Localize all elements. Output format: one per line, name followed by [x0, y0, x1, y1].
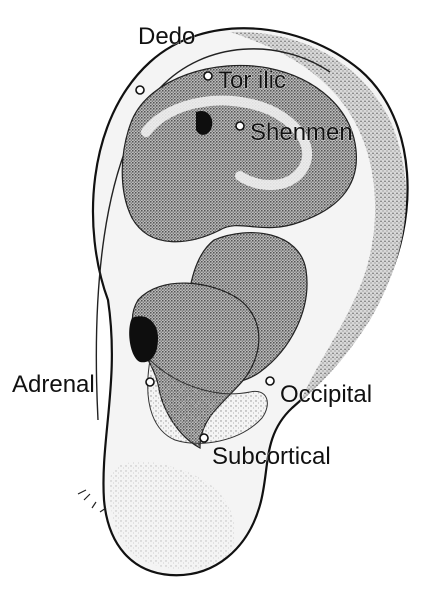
acupoint-subcortical — [200, 434, 208, 442]
acupoint-dedo — [136, 86, 144, 94]
label-dedo: Dedo — [138, 23, 195, 50]
label-occipital: Occipital — [280, 381, 372, 408]
label-shenmen: Shenmen — [250, 119, 353, 146]
label-toraic: Tor ilic — [218, 67, 286, 94]
hair-strokes — [78, 490, 106, 512]
acupoint-occipital — [266, 377, 274, 385]
label-subcortical: Subcortical — [212, 443, 331, 470]
acupoint-toraic — [204, 72, 212, 80]
label-adrenal: Adrenal — [12, 371, 95, 398]
acupoint-shenmen — [236, 122, 244, 130]
acupoint-adrenal — [146, 378, 154, 386]
